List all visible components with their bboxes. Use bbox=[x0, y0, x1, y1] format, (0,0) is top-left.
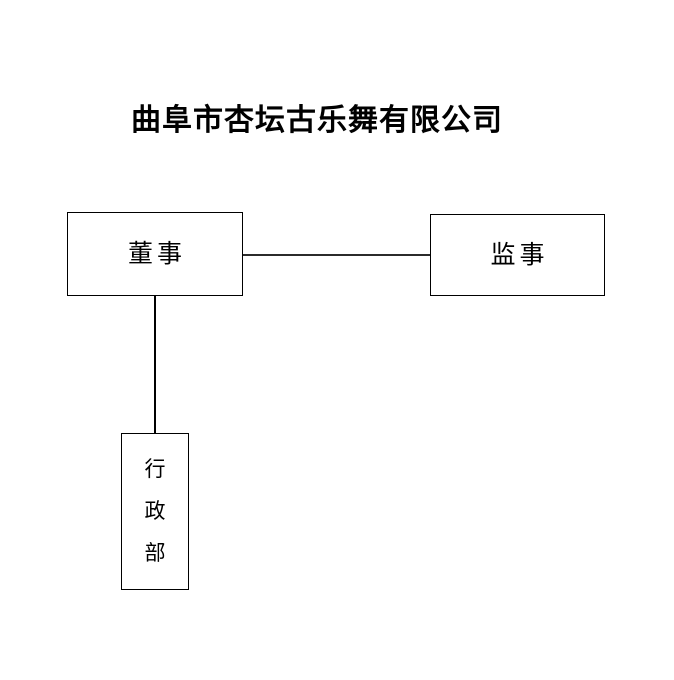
node-admin-department[interactable]: 行 政 部 bbox=[121, 433, 189, 590]
connector-director-admin bbox=[154, 295, 156, 434]
node-director-label: 董事 bbox=[127, 239, 186, 268]
connector-director-supervisor bbox=[242, 254, 431, 256]
node-director[interactable]: 董事 bbox=[67, 212, 243, 296]
node-admin-department-label: 行 政 部 bbox=[145, 459, 166, 564]
node-supervisor[interactable]: 监事 bbox=[430, 214, 605, 296]
node-supervisor-label: 监事 bbox=[490, 240, 549, 269]
node-admin-char-3: 部 bbox=[144, 541, 166, 565]
node-admin-char-2: 政 bbox=[144, 499, 166, 523]
node-admin-char-1: 行 bbox=[144, 457, 166, 481]
page-title: 曲阜市杏坛古乐舞有限公司 bbox=[131, 103, 503, 138]
